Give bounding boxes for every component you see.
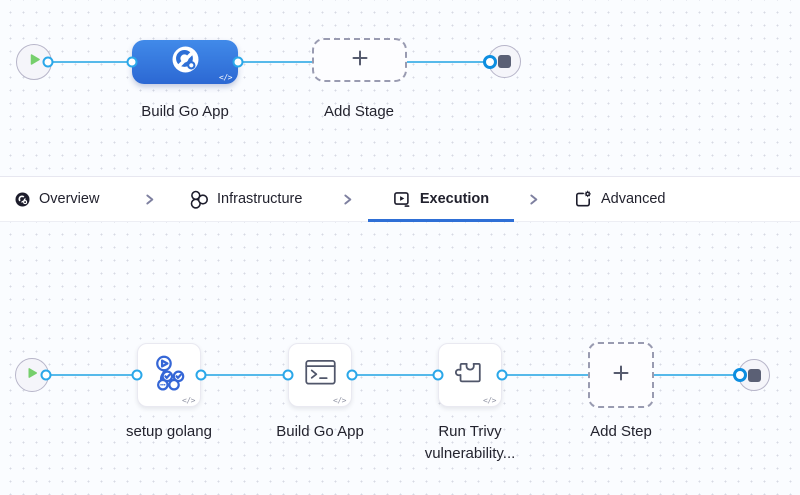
add-stage-button[interactable] — [312, 38, 407, 82]
step-label: Run Trivy vulnerability... — [424, 423, 516, 462]
add-step-button[interactable] — [588, 342, 654, 408]
overview-icon — [15, 192, 30, 207]
node-port[interactable] — [195, 369, 207, 381]
stage-label: Build Go App — [141, 103, 229, 120]
tab-infrastructure[interactable]: Infrastructure — [189, 177, 302, 221]
stage-tab-bar: Overview Infrastructure Execution — [0, 176, 800, 222]
connector-line — [46, 374, 137, 376]
connector-line — [48, 61, 132, 63]
plugin-step-icon — [454, 358, 486, 392]
run-step-icon — [304, 359, 336, 391]
node-port[interactable] — [42, 56, 54, 68]
plus-icon — [611, 363, 631, 388]
code-glyph: </> — [483, 396, 496, 405]
pipeline-start-node — [16, 44, 52, 80]
node-port[interactable] — [432, 369, 444, 381]
infrastructure-icon — [189, 190, 208, 209]
stop-icon — [747, 368, 761, 382]
code-glyph: </> — [182, 396, 195, 405]
chevron-right-icon — [527, 177, 540, 221]
step-label: setup golang — [126, 423, 212, 440]
node-port[interactable] — [131, 369, 143, 381]
node-port[interactable] — [346, 369, 358, 381]
plus-icon — [350, 48, 370, 73]
step-label: Build Go App — [276, 423, 364, 440]
node-port[interactable] — [496, 369, 508, 381]
node-port[interactable] — [483, 55, 497, 69]
add-stage-label: Add Stage — [323, 103, 395, 120]
code-glyph: </> — [219, 73, 232, 82]
tab-label: Advanced — [601, 191, 666, 207]
execution-icon — [393, 190, 411, 208]
play-icon — [25, 366, 39, 385]
advanced-icon — [574, 190, 592, 208]
node-port[interactable] — [232, 56, 244, 68]
node-port[interactable] — [733, 368, 747, 382]
tab-overview[interactable]: Overview — [15, 177, 99, 221]
tab-label: Execution — [419, 191, 490, 207]
node-port[interactable] — [126, 56, 138, 68]
stage-canvas: </> Build Go App Add Stage — [0, 0, 800, 176]
code-glyph: </> — [333, 396, 346, 405]
tab-label: Infrastructure — [217, 191, 303, 207]
step-card-run-trivy[interactable]: </> — [438, 343, 502, 407]
stop-icon — [498, 55, 511, 68]
play-icon — [27, 52, 42, 72]
node-port[interactable] — [282, 369, 294, 381]
connector-line — [201, 374, 288, 376]
tab-label: Overview — [39, 191, 100, 207]
add-step-label: Add Step — [590, 423, 652, 440]
chevron-right-icon — [341, 177, 354, 221]
tab-advanced[interactable]: Advanced — [574, 177, 666, 221]
node-port[interactable] — [40, 369, 52, 381]
execution-canvas: </> </> </> — [0, 222, 800, 495]
tab-execution[interactable]: Execution — [368, 177, 514, 222]
step-card-setup-golang[interactable]: </> — [137, 343, 201, 407]
step-card-build-go-app[interactable]: </> — [288, 343, 352, 407]
connector-line — [352, 374, 438, 376]
chevron-right-icon — [143, 177, 156, 221]
stage-node-build-go-app[interactable]: </> — [132, 40, 238, 84]
ci-build-stage-icon — [172, 46, 199, 78]
action-step-icon — [150, 354, 188, 397]
